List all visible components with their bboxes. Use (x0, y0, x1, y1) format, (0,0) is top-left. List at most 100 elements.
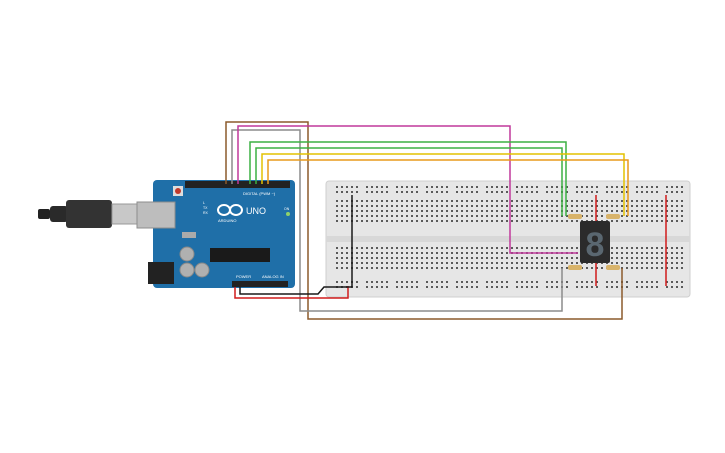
breadboard-hole[interactable] (626, 247, 628, 249)
breadboard-hole[interactable] (526, 210, 528, 212)
breadboard-hole[interactable] (471, 205, 473, 207)
breadboard-hole[interactable] (591, 281, 593, 283)
breadboard-hole[interactable] (641, 220, 643, 222)
breadboard-hole[interactable] (551, 286, 553, 288)
breadboard-hole[interactable] (611, 186, 613, 188)
breadboard-hole[interactable] (506, 205, 508, 207)
breadboard-hole[interactable] (566, 210, 568, 212)
breadboard-hole[interactable] (676, 191, 678, 193)
breadboard-hole[interactable] (441, 262, 443, 264)
breadboard-hole[interactable] (461, 186, 463, 188)
breadboard-hole[interactable] (341, 200, 343, 202)
breadboard-hole[interactable] (536, 262, 538, 264)
breadboard-hole[interactable] (381, 210, 383, 212)
breadboard-hole[interactable] (516, 286, 518, 288)
breadboard-hole[interactable] (366, 215, 368, 217)
breadboard-hole[interactable] (676, 262, 678, 264)
breadboard-hole[interactable] (641, 252, 643, 254)
breadboard-hole[interactable] (376, 267, 378, 269)
breadboard-hole[interactable] (386, 286, 388, 288)
wire-gray[interactable] (231, 129, 563, 312)
breadboard-hole[interactable] (426, 191, 428, 193)
breadboard-hole[interactable] (491, 252, 493, 254)
breadboard-hole[interactable] (426, 257, 428, 259)
breadboard-hole[interactable] (526, 191, 528, 193)
breadboard-hole[interactable] (651, 257, 653, 259)
breadboard-hole[interactable] (386, 257, 388, 259)
breadboard-hole[interactable] (341, 186, 343, 188)
breadboard-hole[interactable] (476, 247, 478, 249)
breadboard-hole[interactable] (526, 186, 528, 188)
breadboard-hole[interactable] (611, 205, 613, 207)
breadboard-hole[interactable] (626, 262, 628, 264)
breadboard-hole[interactable] (481, 262, 483, 264)
breadboard-hole[interactable] (411, 215, 413, 217)
breadboard-hole[interactable] (486, 281, 488, 283)
breadboard-hole[interactable] (656, 257, 658, 259)
breadboard-hole[interactable] (431, 220, 433, 222)
breadboard-hole[interactable] (491, 200, 493, 202)
breadboard-hole[interactable] (671, 286, 673, 288)
breadboard-hole[interactable] (671, 281, 673, 283)
breadboard-hole[interactable] (501, 247, 503, 249)
breadboard-hole[interactable] (531, 262, 533, 264)
wire-red-5v[interactable] (234, 286, 349, 299)
breadboard-hole[interactable] (401, 281, 403, 283)
breadboard-hole[interactable] (541, 262, 543, 264)
breadboard-hole[interactable] (491, 267, 493, 269)
breadboard-hole[interactable] (566, 267, 568, 269)
breadboard-hole[interactable] (441, 252, 443, 254)
breadboard-hole[interactable] (391, 252, 393, 254)
breadboard-hole[interactable] (446, 286, 448, 288)
breadboard-hole[interactable] (671, 205, 673, 207)
breadboard-hole[interactable] (336, 281, 338, 283)
breadboard-hole[interactable] (556, 262, 558, 264)
breadboard-hole[interactable] (376, 257, 378, 259)
breadboard-hole[interactable] (426, 267, 428, 269)
breadboard-hole[interactable] (516, 210, 518, 212)
breadboard-hole[interactable] (361, 200, 363, 202)
breadboard-hole[interactable] (486, 205, 488, 207)
breadboard-hole[interactable] (611, 210, 613, 212)
breadboard-hole[interactable] (411, 247, 413, 249)
breadboard-hole[interactable] (446, 186, 448, 188)
breadboard-hole[interactable] (656, 205, 658, 207)
breadboard-hole[interactable] (456, 186, 458, 188)
breadboard-hole[interactable] (466, 257, 468, 259)
breadboard-hole[interactable] (406, 257, 408, 259)
breadboard-hole[interactable] (526, 286, 528, 288)
breadboard-hole[interactable] (546, 215, 548, 217)
breadboard-hole[interactable] (671, 215, 673, 217)
wire-yellow[interactable] (261, 153, 625, 216)
breadboard-hole[interactable] (566, 220, 568, 222)
breadboard-hole[interactable] (486, 191, 488, 193)
breadboard-hole[interactable] (516, 257, 518, 259)
breadboard-hole[interactable] (441, 286, 443, 288)
breadboard-hole[interactable] (356, 267, 358, 269)
breadboard-hole[interactable] (576, 191, 578, 193)
breadboard-hole[interactable] (501, 186, 503, 188)
breadboard-hole[interactable] (531, 220, 533, 222)
breadboard-hole[interactable] (491, 286, 493, 288)
resistor-4[interactable] (606, 265, 620, 270)
breadboard-hole[interactable] (381, 191, 383, 193)
breadboard-hole[interactable] (606, 286, 608, 288)
breadboard-hole[interactable] (591, 210, 593, 212)
breadboard-hole[interactable] (646, 281, 648, 283)
breadboard-hole[interactable] (421, 247, 423, 249)
breadboard-hole[interactable] (616, 186, 618, 188)
breadboard-hole[interactable] (526, 267, 528, 269)
breadboard-hole[interactable] (416, 210, 418, 212)
breadboard-hole[interactable] (636, 215, 638, 217)
breadboard-hole[interactable] (476, 281, 478, 283)
breadboard-hole[interactable] (431, 286, 433, 288)
breadboard-hole[interactable] (676, 205, 678, 207)
breadboard-hole[interactable] (451, 200, 453, 202)
breadboard-hole[interactable] (591, 191, 593, 193)
breadboard-hole[interactable] (346, 220, 348, 222)
breadboard-hole[interactable] (366, 186, 368, 188)
breadboard-hole[interactable] (586, 286, 588, 288)
breadboard-hole[interactable] (611, 262, 613, 264)
breadboard-hole[interactable] (621, 210, 623, 212)
breadboard-hole[interactable] (356, 257, 358, 259)
